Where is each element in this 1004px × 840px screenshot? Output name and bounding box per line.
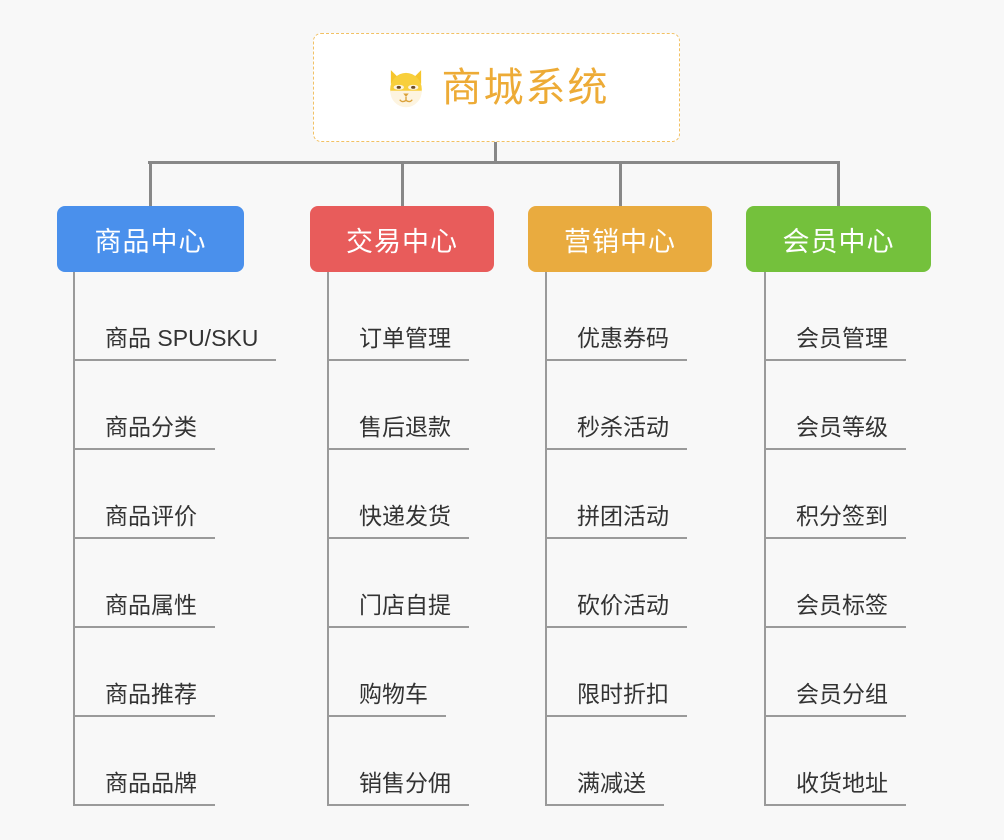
branch-trunk [327, 272, 329, 806]
leaf-item-label: 商品属性 [105, 591, 197, 618]
leaf-item-label: 商品 SPU/SKU [105, 324, 259, 351]
connector-bus [148, 161, 839, 164]
category-header-4[interactable]: 会员中心 [746, 206, 931, 272]
leaf-underline: 砍价活动 [545, 591, 687, 628]
category-header-label: 会员中心 [782, 226, 895, 257]
leaf-item-label: 商品评价 [105, 502, 197, 529]
leaf-underline: 商品属性 [73, 591, 215, 628]
leaf-item-label: 秒杀活动 [577, 413, 669, 440]
branch-trunk [545, 272, 547, 806]
leaf-item[interactable]: 订单管理 [327, 272, 469, 361]
leaf-item[interactable]: 商品分类 [73, 361, 215, 450]
branch-trunk [764, 272, 766, 806]
root-title: 商城系统 [441, 65, 610, 110]
category-header-label: 营销中心 [564, 226, 676, 257]
leaf-item[interactable]: 限时折扣 [545, 628, 687, 717]
branch-column-3: 优惠券码秒杀活动拼团活动砍价活动限时折扣满减送 [545, 272, 785, 806]
leaf-item-label: 会员标签 [796, 591, 888, 618]
leaf-underline: 购物车 [327, 680, 446, 717]
leaf-item[interactable]: 秒杀活动 [545, 361, 687, 450]
leaf-underline: 商品分类 [73, 413, 215, 450]
leaf-underline: 会员标签 [764, 591, 906, 628]
leaf-underline: 商品品牌 [73, 769, 215, 806]
leaf-item[interactable]: 商品品牌 [73, 717, 215, 806]
leaf-item[interactable]: 满减送 [545, 717, 664, 806]
connector-drop-2 [400, 161, 404, 206]
leaf-underline: 限时折扣 [545, 680, 687, 717]
leaf-item-label: 砍价活动 [577, 591, 669, 618]
leaf-item-label: 商品分类 [105, 413, 197, 440]
leaf-item[interactable]: 砍价活动 [545, 539, 687, 628]
leaf-item-label: 快递发货 [359, 502, 451, 529]
leaf-underline: 商品推荐 [73, 680, 215, 717]
leaf-item-label: 会员管理 [796, 324, 888, 351]
branch-column-4: 会员管理会员等级积分签到会员标签会员分组收货地址 [764, 272, 1004, 806]
connector-drop-3 [618, 161, 622, 206]
leaf-underline: 秒杀活动 [545, 413, 687, 450]
leaf-item-label: 会员分组 [796, 680, 888, 707]
leaf-underline: 会员等级 [764, 413, 906, 450]
leaf-item[interactable]: 会员管理 [764, 272, 906, 361]
leaf-item-label: 拼团活动 [577, 502, 669, 529]
category-header-label: 商品中心 [94, 226, 207, 257]
shiba-dog-face-icon [389, 69, 422, 107]
leaf-underline: 销售分佣 [327, 769, 469, 806]
leaf-underline: 商品评价 [73, 502, 215, 539]
branch-trunk [73, 272, 75, 806]
leaf-item[interactable]: 会员标签 [764, 539, 906, 628]
leaf-underline: 售后退款 [327, 413, 469, 450]
leaf-item[interactable]: 收货地址 [764, 717, 906, 806]
leaf-underline: 会员分组 [764, 680, 906, 717]
root-node[interactable]: 商城系统 [313, 33, 680, 142]
leaf-item-label: 订单管理 [359, 324, 451, 351]
category-header-1[interactable]: 商品中心 [57, 206, 244, 272]
leaf-underline: 积分签到 [764, 502, 906, 539]
leaf-item-label: 销售分佣 [359, 769, 451, 796]
leaf-item[interactable]: 会员分组 [764, 628, 906, 717]
leaf-underline: 收货地址 [764, 769, 906, 806]
leaf-item[interactable]: 快递发货 [327, 450, 469, 539]
leaf-item[interactable]: 拼团活动 [545, 450, 687, 539]
leaf-item-label: 售后退款 [359, 413, 451, 440]
branch-column-1: 商品 SPU/SKU 商品分类商品评价商品属性商品推荐商品品牌 [73, 272, 313, 806]
leaf-underline: 会员管理 [764, 324, 906, 361]
leaf-item[interactable]: 会员等级 [764, 361, 906, 450]
leaf-item-label: 优惠券码 [577, 324, 669, 351]
leaf-item-label: 门店自提 [359, 591, 451, 618]
connector-drop-4 [837, 161, 840, 206]
leaf-underline: 商品 SPU/SKU [73, 324, 277, 361]
leaf-underline: 满减送 [545, 769, 664, 806]
leaf-item[interactable]: 商品属性 [73, 539, 215, 628]
leaf-item-label: 商品品牌 [105, 769, 197, 796]
leaf-item[interactable]: 商品评价 [73, 450, 215, 539]
leaf-item-label: 满减送 [577, 769, 646, 796]
leaf-item[interactable]: 门店自提 [327, 539, 469, 628]
leaf-underline: 门店自提 [327, 591, 469, 628]
category-header-2[interactable]: 交易中心 [310, 206, 494, 272]
branch-column-2: 订单管理售后退款快递发货门店自提购物车销售分佣 [327, 272, 567, 806]
leaf-underline: 优惠券码 [545, 324, 687, 361]
leaf-item[interactable]: 售后退款 [327, 361, 469, 450]
leaf-underline: 快递发货 [327, 502, 469, 539]
leaf-item[interactable]: 优惠券码 [545, 272, 687, 361]
leaf-underline: 拼团活动 [545, 502, 687, 539]
leaf-item-label: 商品推荐 [105, 680, 197, 707]
leaf-item-label: 收货地址 [796, 769, 888, 796]
leaf-item[interactable]: 购物车 [327, 628, 446, 717]
leaf-item-label: 会员等级 [796, 413, 888, 440]
leaf-item-label: 购物车 [359, 680, 428, 707]
connector-drop-1 [149, 161, 152, 206]
category-header-label: 交易中心 [346, 226, 458, 257]
leaf-item[interactable]: 销售分佣 [327, 717, 469, 806]
leaf-item-label: 积分签到 [796, 502, 888, 529]
leaf-item[interactable]: 商品推荐 [73, 628, 215, 717]
leaf-underline: 订单管理 [327, 324, 469, 361]
leaf-item[interactable]: 商品 SPU/SKU [73, 272, 277, 361]
leaf-item-label: 限时折扣 [577, 680, 669, 707]
leaf-item[interactable]: 积分签到 [764, 450, 906, 539]
category-header-3[interactable]: 营销中心 [528, 206, 712, 272]
connector-root-stem [494, 142, 497, 164]
